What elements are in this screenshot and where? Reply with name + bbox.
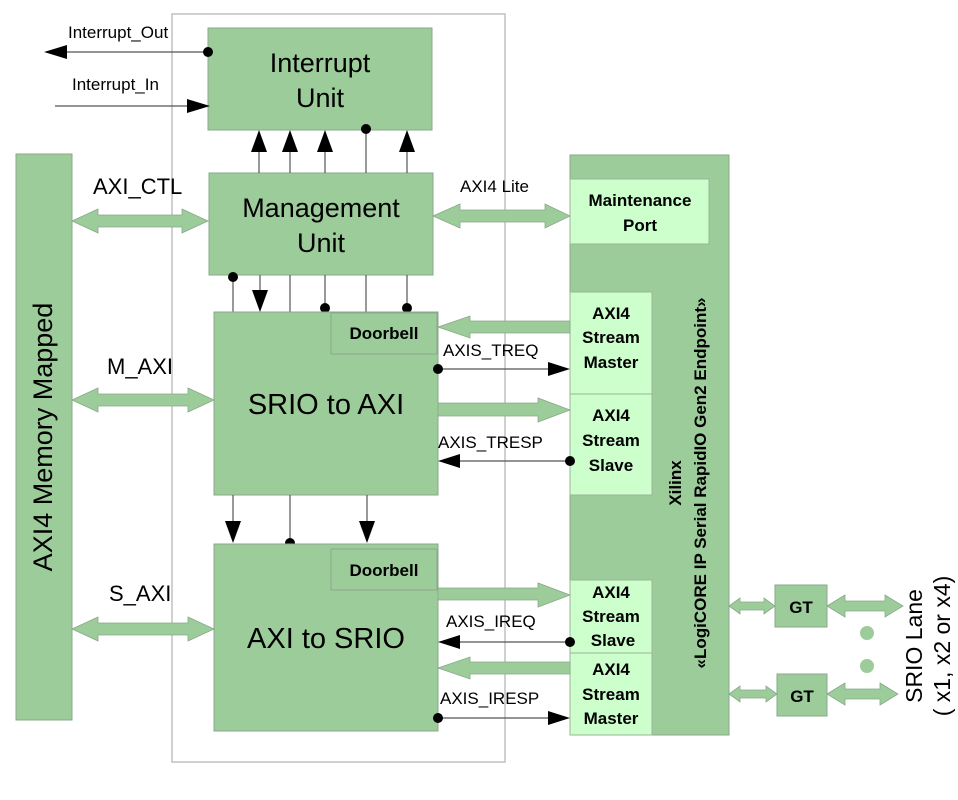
axi-to-srio-doorbell	[330, 548, 438, 591]
core-boundary-frame	[171, 13, 506, 763]
stream-port-slave-2	[569, 579, 653, 654]
stream-port-master-1	[569, 291, 653, 395]
interrupt-unit-block	[207, 27, 433, 131]
axi4-lite-bus-arrow	[432, 203, 571, 229]
management-to-interrupt-connectors	[258, 130, 408, 173]
gt-transceiver-2	[776, 673, 828, 717]
stream-port-slave-1-line2: Stream	[582, 431, 640, 450]
axi-to-srio-down-arrowhead-2	[359, 521, 375, 543]
gt1-endpoint-arrow	[728, 597, 776, 615]
axi-to-srio-label: AXI to SRIO	[247, 623, 405, 655]
srio-lane-width-label: ( x1, x2 or x4)	[929, 576, 955, 717]
maintenance-port-line2: Port	[623, 216, 657, 235]
axis-ireq-dot	[565, 637, 575, 647]
axi4-memory-mapped-label: AXI4 Memory Mapped	[28, 303, 58, 572]
gt-transceiver-1-label: GT	[789, 598, 813, 617]
interrupt-arrowhead-1	[251, 130, 267, 152]
stream-port-master-1-line3: Master	[584, 353, 639, 372]
stream-port-slave-1	[569, 393, 653, 496]
mgmt-down-dot-1	[228, 272, 238, 282]
gt1-lane-arrow	[826, 594, 904, 618]
srio-to-axi-to-axi-to-srio-connectors	[232, 495, 368, 544]
gt2-endpoint-arrow	[728, 685, 778, 703]
interrupt-in-arrowhead	[187, 99, 210, 113]
axi4-memory-mapped-bus	[15, 153, 73, 721]
axis-tresp-label: AXIS_TRESP	[438, 433, 543, 452]
stream-port-slave-2-line3: Slave	[591, 631, 635, 650]
s-axi-bus-arrow	[71, 616, 215, 642]
interrupt-out-label: Interrupt_Out	[68, 23, 168, 42]
management-unit-block	[208, 172, 434, 276]
lane-ellipsis-dot-1	[860, 626, 874, 640]
axis-ireq-label: AXIS_IREQ	[446, 612, 536, 631]
srio-to-axi-label: SRIO to AXI	[248, 389, 404, 421]
srio-to-axi-top-dot-1	[320, 303, 330, 313]
mgmt-down-arrowhead	[252, 290, 268, 312]
axis-ireq-arrowhead	[438, 635, 460, 649]
management-unit-label-line1: Management	[242, 193, 400, 223]
interrupt-arrowhead-3	[317, 130, 333, 152]
axi-to-srio-response-arrow	[436, 656, 571, 680]
maintenance-port-line1: Maintenance	[589, 191, 692, 210]
axis-iresp-arrowhead	[548, 711, 570, 725]
stream-port-master-2-line3: Master	[584, 709, 639, 728]
stream-port-slave-2-line2: Stream	[582, 607, 640, 626]
stream-port-slave-1-line1: AXI4	[592, 406, 630, 425]
axi4-lite-label: AXI4 Lite	[460, 177, 529, 196]
stream-port-master-2-line2: Stream	[582, 685, 640, 704]
axi-to-srio-doorbell-label: Doorbell	[350, 561, 419, 580]
gt2-lane-arrow	[826, 682, 899, 706]
axi-ctl-label: AXI_CTL	[93, 174, 182, 199]
srio-to-axi-doorbell	[330, 312, 438, 355]
interrupt-in-label: Interrupt_In	[72, 75, 159, 94]
axis-treq-label: AXIS_TREQ	[443, 341, 538, 360]
m-axi-bus-arrow	[71, 387, 215, 413]
axi-to-srio-down-arrowhead-1	[225, 521, 241, 543]
axis-iresp-dot	[433, 713, 443, 723]
axi-to-srio-data-arrow	[437, 582, 572, 608]
axis-treq-dot	[433, 364, 443, 374]
axi-ctl-bus-arrow	[71, 208, 209, 234]
srio-to-axi-data-arrow	[437, 397, 572, 423]
srio-to-axi-top-dot-2	[402, 303, 412, 313]
interrupt-unit-label-line1: Interrupt	[270, 48, 371, 78]
stream-port-slave-2-line1: AXI4	[592, 583, 630, 602]
doorbell-rx-arrow	[436, 315, 571, 339]
srio-to-axi-doorbell-label: Doorbell	[350, 324, 419, 343]
stream-port-master-1-line1: AXI4	[592, 304, 630, 323]
interrupt-arrowhead-5	[399, 130, 415, 152]
lane-ellipsis-dot-2	[860, 659, 874, 673]
stream-port-master-2-line1: AXI4	[592, 660, 630, 679]
interrupt-unit-label-line2: Unit	[296, 83, 345, 113]
interrupt-dot-4	[361, 124, 371, 134]
gt-transceiver-2-label: GT	[790, 687, 814, 706]
stream-port-master-1-line2: Stream	[582, 328, 640, 347]
axis-tresp-arrowhead	[438, 454, 460, 468]
endpoint-title-line1: Xilinx	[666, 460, 685, 506]
axis-treq-arrowhead	[548, 362, 570, 376]
interrupt-out-source-dot	[203, 47, 213, 57]
stream-port-slave-1-line3: Slave	[589, 456, 633, 475]
management-unit-label-line2: Unit	[297, 228, 346, 258]
axis-iresp-label: AXIS_IRESP	[440, 689, 539, 708]
s-axi-label: S_AXI	[109, 581, 171, 606]
interrupt-out-arrowhead	[44, 45, 67, 59]
srio-lane-label: SRIO Lane	[901, 589, 927, 703]
gt-transceiver-1	[774, 584, 828, 628]
interrupt-arrowhead-2	[282, 130, 298, 152]
maintenance-port	[569, 178, 710, 245]
axis-tresp-dot	[565, 456, 575, 466]
stream-port-master-2	[569, 652, 653, 736]
endpoint-title-line2: «LogiCORE IP Serial RapidIO Gen2 Endpoin…	[691, 298, 710, 669]
m-axi-label: M_AXI	[107, 354, 173, 379]
